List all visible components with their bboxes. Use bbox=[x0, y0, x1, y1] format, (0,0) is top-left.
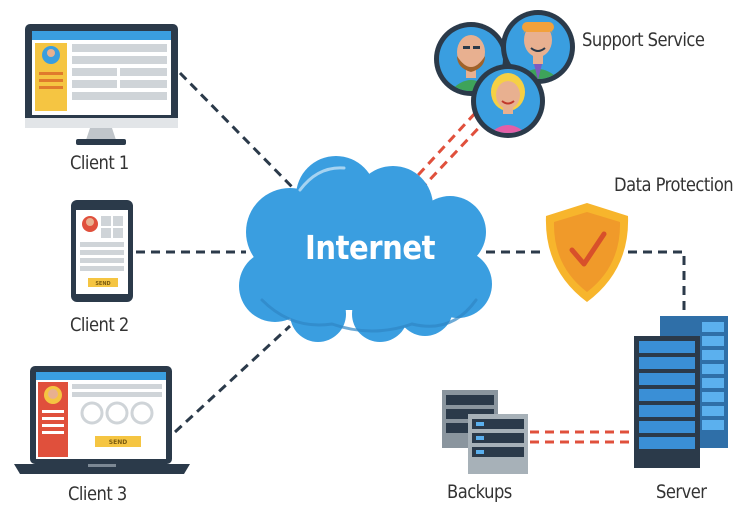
connector-client1 bbox=[178, 71, 300, 195]
support-avatar-2-icon bbox=[501, 10, 575, 84]
backups-storage-icon bbox=[442, 390, 528, 474]
desktop-monitor-icon bbox=[25, 24, 178, 145]
backups-label: Backups bbox=[447, 481, 512, 503]
client-3-label: Client 3 bbox=[68, 483, 127, 505]
laptop-send-button: SEND bbox=[109, 439, 127, 446]
support-service-label: Support Service bbox=[582, 29, 705, 51]
client-1-label: Client 1 bbox=[70, 152, 129, 174]
internet-label: Internet bbox=[305, 228, 436, 267]
data-protection-label: Data Protection bbox=[614, 174, 734, 196]
tablet-icon: SEND bbox=[71, 200, 133, 302]
support-avatar-3-icon bbox=[471, 64, 545, 138]
server-rack-icon bbox=[634, 316, 728, 468]
shield-check-icon bbox=[545, 203, 629, 302]
connector-support bbox=[406, 108, 490, 192]
server-label: Server bbox=[656, 481, 707, 503]
tablet-send-button: SEND bbox=[95, 281, 110, 287]
connector-backups bbox=[530, 430, 634, 444]
internet-cloud-icon bbox=[239, 156, 492, 342]
connector-client3 bbox=[173, 324, 292, 434]
client-2-label: Client 2 bbox=[70, 314, 129, 336]
connector-protection bbox=[486, 250, 686, 318]
laptop-icon: SEND bbox=[14, 366, 190, 474]
